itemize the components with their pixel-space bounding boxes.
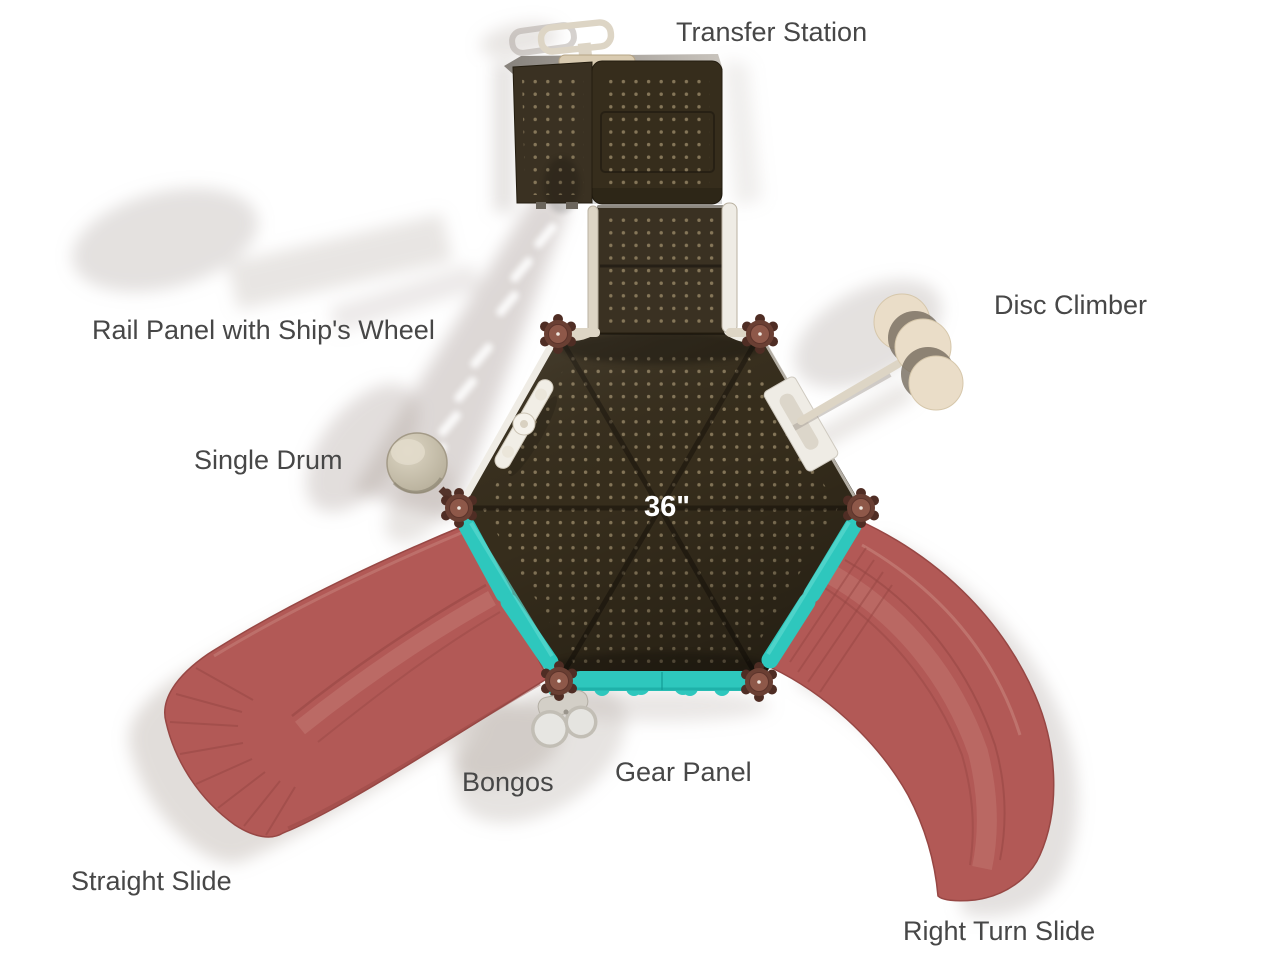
deck-posts [441, 314, 879, 702]
slide-entry-right [761, 517, 862, 669]
bongos-shape [531, 683, 598, 748]
slide-entry-left [458, 517, 559, 671]
label-rail-panel: Rail Panel with Ship's Wheel [92, 315, 435, 345]
shadow-rail-slots [424, 222, 558, 469]
disc-climber-shape [763, 293, 964, 472]
transfer-station-structure [504, 19, 762, 343]
post [843, 488, 879, 528]
rail-panel-ships-wheel [457, 333, 560, 509]
post [541, 661, 577, 701]
slide-entry-ribs [789, 547, 893, 693]
gear-panel-shape [548, 671, 754, 701]
post [441, 488, 477, 528]
post [742, 314, 778, 354]
station-lower-section [563, 202, 762, 343]
right-turn-slide-shape [771, 519, 1055, 902]
hex-deck [457, 332, 864, 684]
label-bongos: Bongos [462, 767, 554, 797]
disc-rail [797, 360, 902, 425]
post [540, 314, 576, 354]
deck-size-label: 36" [644, 491, 691, 523]
label-gear-panel: Gear Panel [615, 757, 752, 787]
label-straight-slide: Straight Slide [71, 866, 232, 896]
label-single-drum: Single Drum [194, 445, 343, 475]
straight-slide-shape [164, 523, 549, 838]
label-transfer-station: Transfer Station [676, 17, 868, 47]
station-upper-panels [512, 60, 723, 213]
label-right-turn-slide: Right Turn Slide [903, 916, 1096, 946]
label-disc-climber: Disc Climber [994, 290, 1148, 320]
post [741, 662, 777, 702]
slide-fan-ridges [169, 667, 296, 836]
